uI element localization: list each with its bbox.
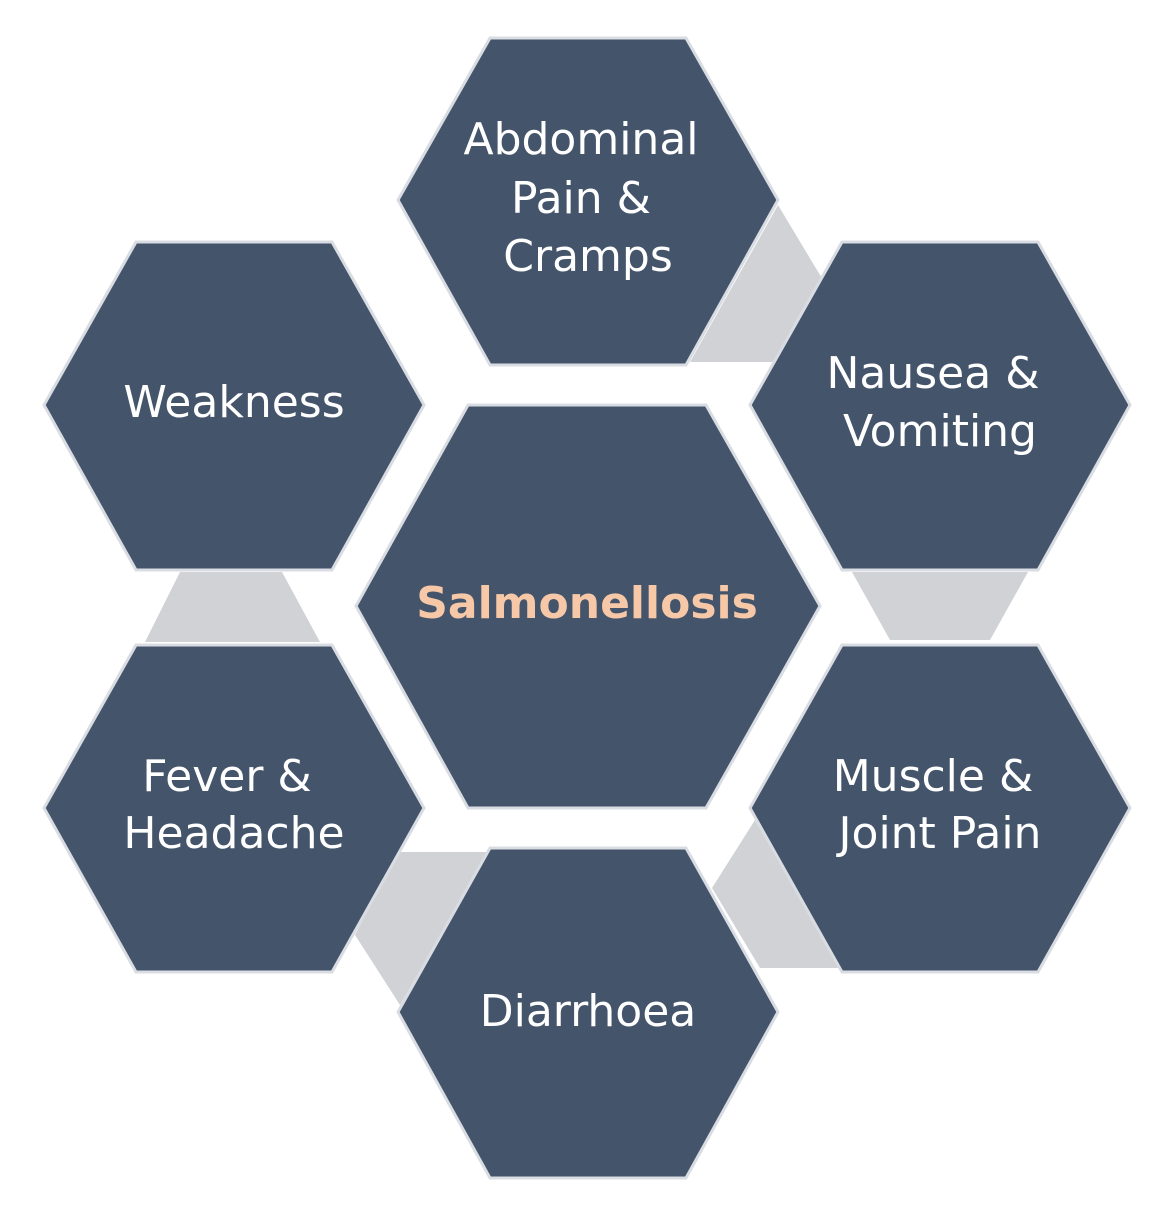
hexagon-top xyxy=(396,36,780,367)
symptom-top-line1: Abdominal xyxy=(463,114,698,165)
symptom-bottom-label: Diarrhoea xyxy=(480,986,697,1037)
symptom-lower-right-line2: Joint Pain xyxy=(836,808,1042,859)
hexagons xyxy=(42,36,1132,1180)
hexagon-lower-left xyxy=(42,643,426,974)
symptom-lower-left-line2: Headache xyxy=(123,808,344,859)
symptom-bottom-line1: Diarrhoea xyxy=(480,986,697,1037)
symptom-top-label: Abdominal Pain & Cramps xyxy=(463,114,712,282)
connector-upper-right-to-lower-right xyxy=(852,572,1028,640)
hexagon-lower-right xyxy=(748,643,1132,974)
symptom-upper-right-line2: Vomiting xyxy=(843,406,1037,457)
hexagon-bottom xyxy=(396,846,780,1180)
symptom-upper-left-line1: Weakness xyxy=(123,377,344,428)
symptom-top-line3: Cramps xyxy=(503,231,673,282)
symptom-lower-left-label: Fever & Headache xyxy=(123,751,344,859)
symptom-upper-left-label: Weakness xyxy=(123,377,344,428)
labels: Abdominal Pain & Cramps Nausea & Vomitin… xyxy=(123,114,1053,1037)
hexagon-upper-right xyxy=(748,240,1132,572)
hexagon-center xyxy=(354,403,822,810)
connector-lower-left-to-upper-left xyxy=(145,572,320,642)
symptom-lower-right-line1: Muscle & xyxy=(833,751,1034,802)
center-title: Salmonellosis xyxy=(416,578,758,629)
symptom-top-line2: Pain & xyxy=(511,173,651,224)
hexagon-upper-left xyxy=(42,240,426,572)
symptom-upper-right-line1: Nausea & xyxy=(826,348,1039,399)
connector-bottom-to-lower-left xyxy=(355,852,488,1005)
symptom-lower-right-label: Muscle & Joint Pain xyxy=(833,751,1048,859)
connector-lower-right-to-bottom xyxy=(712,820,840,968)
symptom-lower-left-line1: Fever & xyxy=(142,751,311,802)
symptom-upper-right-label: Nausea & Vomiting xyxy=(826,348,1053,457)
